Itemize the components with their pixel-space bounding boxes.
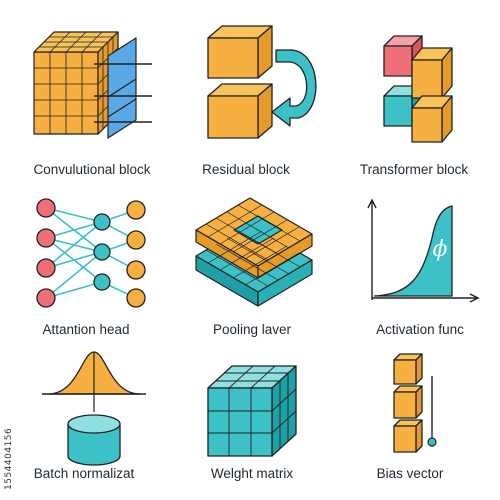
activation-curve-icon: ϕ [367,198,480,303]
tile-label: Welght matrix [210,466,294,481]
tile-convolutional-block: Convulutional block [12,0,172,177]
tile-label: Convulutional block [33,162,151,177]
tile-activation-func: ϕ Activation func [332,168,492,337]
tile-label: Pooling laver [212,322,292,337]
phi-symbol: ϕ [433,237,448,262]
tile-weight-matrix: Welght matrix [172,334,332,496]
residual-arrow-icon [207,25,317,139]
tile-label: Attantion head [42,322,130,337]
stock-id-watermark: 1554404156 [4,427,14,490]
convolution-grid-icon [33,31,152,139]
tile-label: Residual block [202,162,290,177]
tile-batch-normalization: Batch normalizat [12,334,172,496]
tile-residual-block: Residual block [172,0,332,177]
vertical-stack-icon [393,353,437,453]
tile-transformer-block: Transformer block [332,0,492,177]
pooling-layer-icon [195,197,313,307]
tile-label: Bias vector [376,466,444,481]
cube-grid-icon [207,365,297,457]
tile-label: Batch normalizat [33,466,135,481]
tile-label: Activation func [376,322,464,337]
network-nodes-icon [36,198,146,308]
tile-pooling-layer: Pooling laver [172,168,332,337]
tile-bias-vector: Bias vector [332,334,492,496]
stacked-cubes-icon [383,35,453,143]
tile-label: Transformer block [359,162,469,177]
tile-attention-head: Attantion head [12,168,172,337]
bell-curve-cylinder-icon [42,351,146,466]
